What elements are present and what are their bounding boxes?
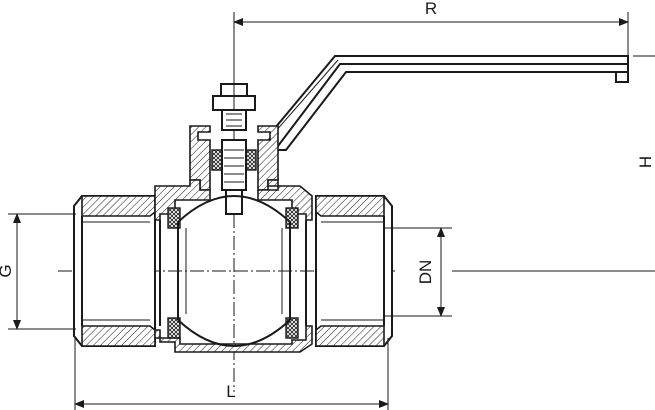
dimension-l-label: L bbox=[226, 382, 235, 401]
ball-and-seats bbox=[167, 195, 299, 347]
dimension-r-label: R bbox=[425, 0, 437, 18]
lever-handle bbox=[258, 55, 629, 151]
dimension-h: H bbox=[452, 55, 655, 272]
dimension-g-label: G bbox=[0, 264, 15, 277]
right-end-connector bbox=[315, 195, 393, 347]
dimension-g: G bbox=[0, 213, 76, 330]
dimension-dn: DN bbox=[384, 227, 452, 317]
dimension-r: R bbox=[233, 0, 629, 86]
stem-nut bbox=[212, 83, 256, 131]
dimension-l: L bbox=[74, 338, 389, 410]
dimension-h-label: H bbox=[636, 156, 655, 168]
left-end-connector bbox=[73, 195, 156, 347]
dimension-dn-label: DN bbox=[416, 260, 435, 285]
